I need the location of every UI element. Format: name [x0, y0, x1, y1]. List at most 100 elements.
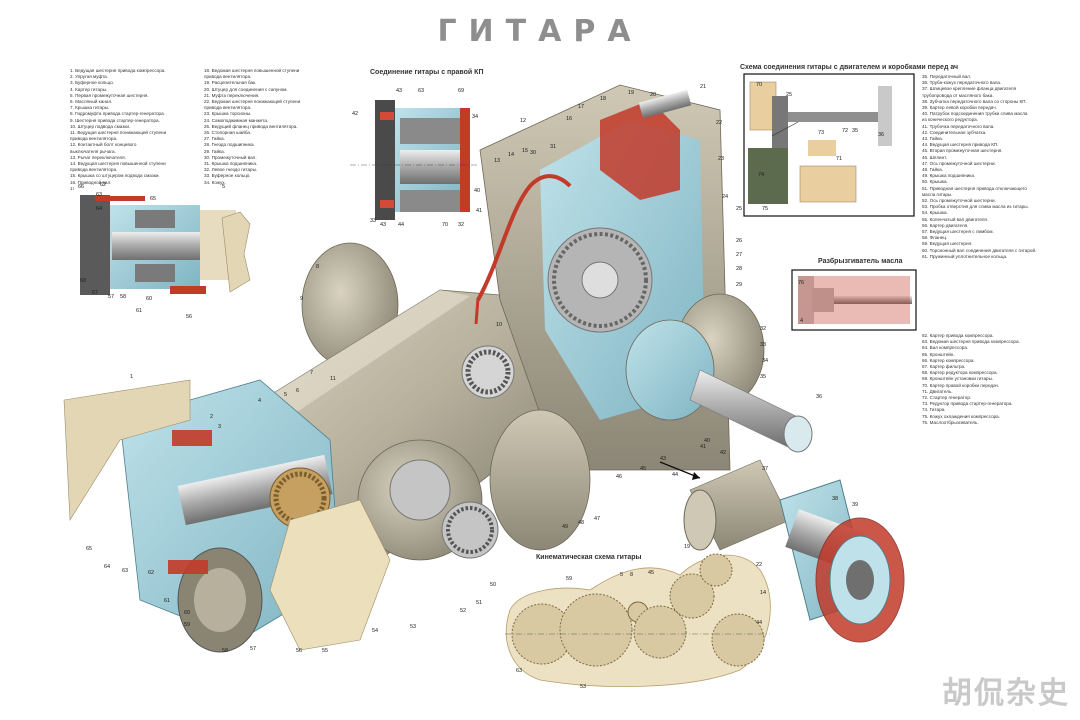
callout-number: 65 — [150, 196, 156, 202]
callout-number: 47 — [594, 516, 600, 522]
callout-number: 45 — [640, 466, 646, 472]
callout-number: 66 — [78, 184, 84, 190]
callout-number: 68 — [80, 278, 86, 284]
watermark: 胡侃杂史 — [942, 676, 1070, 711]
callout-number: 60 — [146, 296, 152, 302]
callout-number: 54 — [372, 628, 378, 634]
callout-number: 53 — [410, 624, 416, 630]
legend-entry: 20. Штуцер для соединения с сапуном. — [204, 86, 288, 92]
legend-entry: 35. Передаточный вал. — [922, 74, 972, 79]
callout-number: 60 — [184, 610, 190, 616]
legend-entry: 2. Упругая муфта. — [70, 74, 109, 80]
legend-entry: 24. Самоподжимная манжета. — [204, 117, 269, 123]
legend-entry: 1. Ведущая шестерня привода компрессора. — [70, 68, 166, 73]
legend-entry: 49. Крышка подшипника. — [922, 173, 976, 179]
callout-number: 56 — [296, 648, 302, 654]
legend-entry: 23. Крышка торсионы. — [204, 111, 252, 117]
legend-entry: 76. Маслоотбрызгиватель. — [922, 419, 979, 425]
legend-entry: 62. Картер привода компрессора. — [922, 333, 994, 338]
callout-number: 36 — [878, 132, 884, 138]
legend-entry: 36. Труба-кожух передаточного вала. — [922, 80, 1002, 86]
callout-number: 20 — [650, 92, 656, 98]
legend-entry: 34. Кожух. — [204, 179, 226, 185]
legend-entry: 63. Ведомая шестерня привода компрессора… — [922, 339, 1020, 345]
legend-entry: 21. Муфта переключения. — [204, 92, 260, 98]
callout-number: 27 — [736, 252, 742, 258]
callout-number: 63 — [418, 88, 424, 94]
legend-entry: 64. Вал компрессора. — [922, 345, 969, 351]
legend-entry: 19. Расцепительная бак. — [204, 80, 257, 86]
legend-entry: привода вентилятора. — [70, 167, 118, 173]
legend-entry: 40. Патрубок подсоединения трубки слива … — [922, 111, 1028, 117]
output-shaft-assembly — [659, 459, 905, 643]
legend-entry: 12. Контактный болт концевого — [70, 142, 137, 148]
legend-entry: 33. Буферное кольцо. — [204, 173, 251, 179]
callout-number: 5 — [284, 392, 287, 398]
callout-number: 32 — [760, 326, 766, 332]
legend-entry: 59. Ведущая шестерня. — [922, 241, 973, 247]
legend-entry: 75. Кожух охлаждения компрессора. — [922, 413, 1001, 419]
legend-entry: выключателя рычага. — [70, 148, 116, 154]
legend-entry: 55. Коленчатый вал двигателя. — [922, 216, 989, 222]
legend-entry: 68. Картер редуктора компрессора. — [922, 370, 998, 376]
callout-number: 36 — [816, 394, 822, 400]
callout-number: 4 — [258, 398, 261, 404]
legend-entry: 31. Крышка подшипника. — [204, 161, 258, 167]
callout-number: 46 — [616, 474, 622, 480]
callout-number: 14 — [760, 590, 766, 596]
callout-number: 43 — [660, 456, 666, 462]
callout-number: 15 — [522, 148, 528, 154]
callout-number: 58 — [222, 648, 228, 654]
kinematic-scheme — [505, 553, 771, 687]
callout-number: 24 — [722, 194, 728, 200]
callout-number: 2 — [210, 414, 213, 420]
callout-number: 67 — [92, 290, 98, 296]
legend-left: 1. Ведущая шестерня привода компрессора.… — [70, 68, 166, 192]
callout-number: 3 — [218, 424, 221, 430]
legend-entry: 46. Шплинт. — [922, 154, 948, 160]
callout-number: 28 — [736, 266, 742, 272]
legend-entry: 4. Картер гитары. — [70, 86, 108, 92]
legend-entry: 47. Ось промежуточной шестерни. — [922, 160, 996, 166]
callout-number: 74 — [758, 172, 764, 178]
callout-number: 14 — [508, 152, 514, 158]
callout-number: 22 — [756, 562, 762, 568]
callout-number: 42 — [352, 111, 358, 117]
callout-number: 58 — [120, 294, 126, 300]
page-title: ГИТАРА — [437, 14, 643, 49]
legend-entry: 18. Ведомая шестерня повышенной ступени — [204, 68, 300, 73]
callout-number: 29 — [736, 282, 742, 288]
legend-entry: 43. Гайка. — [922, 136, 943, 142]
callout-number: 8 — [630, 572, 633, 578]
callout-number: 45 — [648, 570, 654, 576]
callout-number: 35 — [760, 374, 766, 380]
legend-entry: 44. Ведущая шестерня привода КП. — [922, 142, 999, 148]
legend-entry: 60. Торсионный вал соединения двигателя … — [922, 247, 1037, 253]
callout-number: 59 — [184, 622, 190, 628]
callout-number: 69 — [458, 88, 464, 94]
legend-entry: трубопровода от масляного бака. — [922, 92, 994, 98]
callout-number: 62 — [100, 182, 106, 188]
callout-number: 25 — [786, 92, 792, 98]
callout-number: 22 — [716, 120, 722, 126]
callout-number: 49 — [562, 524, 568, 530]
legend-entry: 70. Картер правой коробки передач. — [922, 382, 1000, 388]
legend-entry: 71. Двигатель. — [922, 388, 953, 394]
callout-number: 18 — [600, 96, 606, 102]
callout-number: 62 — [148, 570, 154, 576]
callout-number: 23 — [718, 156, 724, 162]
callout-number: 1 — [130, 374, 133, 380]
callout-number: 31 — [550, 144, 556, 150]
callout-number: 48 — [578, 520, 584, 526]
callout-number: 76 — [798, 280, 804, 286]
legend-entry: 66. Картер компрессора. — [922, 357, 975, 363]
legend-mid: 18. Ведомая шестерня повышенной ступени … — [204, 68, 300, 186]
callout-number: 4 — [800, 318, 803, 324]
legend-entry: 53. Пробка отверстия для слива масла из … — [922, 204, 1029, 210]
callout-number: 53 — [580, 684, 586, 690]
callout-number: 40 — [704, 438, 710, 444]
callout-number: 63 — [96, 192, 102, 198]
callout-number: 25 — [736, 206, 742, 212]
callout-number: 44 — [756, 620, 762, 626]
